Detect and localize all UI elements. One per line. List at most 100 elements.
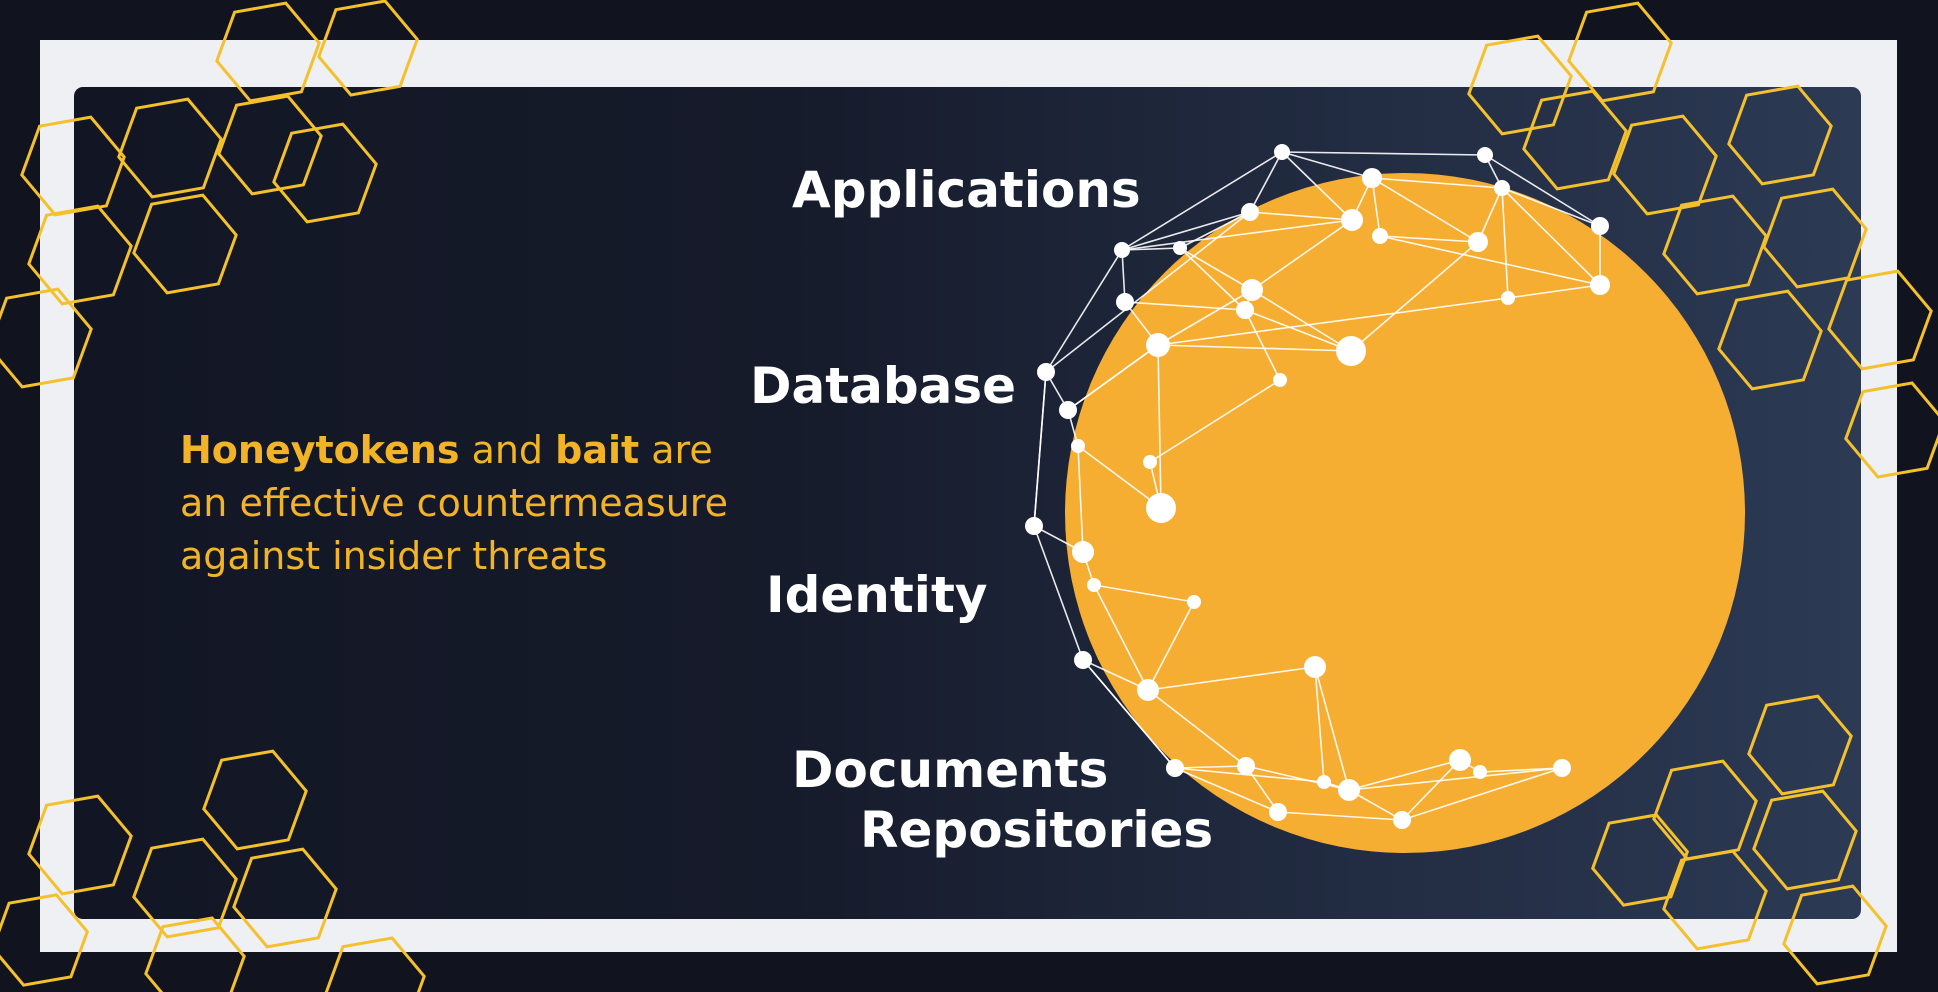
network-link — [1251, 289, 1352, 352]
network-link — [1314, 666, 1325, 783]
network-link — [1121, 211, 1251, 251]
network-link — [1147, 601, 1195, 691]
network-mesh — [1025, 144, 1610, 829]
hexagon-outline — [132, 193, 238, 295]
network-node — [1146, 333, 1170, 357]
network-node — [1304, 656, 1326, 678]
network-link — [1401, 767, 1563, 821]
network-node — [1473, 765, 1487, 779]
network-node — [1146, 493, 1176, 523]
network-node — [1494, 180, 1510, 196]
network-link — [1281, 151, 1353, 221]
network-link — [1077, 445, 1162, 509]
tagline: Honeytokens and bait are an effective co… — [180, 424, 740, 583]
network-node — [1553, 759, 1571, 777]
network-link — [1401, 759, 1461, 821]
network-link — [1245, 765, 1350, 791]
hexagon-outline — [215, 1, 321, 103]
network-node — [1273, 373, 1287, 387]
network-node — [1187, 595, 1201, 609]
network-link — [1501, 187, 1509, 299]
network-link — [1371, 177, 1503, 189]
hexagon-outline — [1612, 114, 1718, 216]
network-link — [1348, 759, 1461, 791]
hexagon-outline — [0, 287, 93, 389]
network-node — [1072, 541, 1094, 563]
network-link — [1507, 284, 1601, 299]
network-link — [1157, 289, 1253, 346]
network-link — [1245, 765, 1279, 813]
network-node — [1236, 301, 1254, 319]
hexagon-outline — [0, 893, 90, 987]
tagline-highlight-bait: bait — [555, 428, 640, 472]
network-link — [1045, 211, 1251, 373]
label-database: Database — [750, 357, 1017, 415]
network-link — [1157, 344, 1352, 352]
hexagon-outline — [144, 916, 246, 992]
network-link — [1314, 666, 1350, 791]
hexagon-outline — [1827, 269, 1933, 371]
hexagon-outline — [1727, 84, 1833, 186]
label-identity: Identity — [766, 566, 988, 624]
network-node — [1116, 293, 1134, 311]
network-link — [1249, 151, 1283, 213]
network-link — [1093, 584, 1149, 691]
network-link — [1082, 659, 1149, 691]
hexagon-outline — [20, 115, 126, 217]
tagline-highlight-honeytokens: Honeytokens — [180, 428, 460, 472]
network-link — [1251, 219, 1353, 291]
hexagon-outline — [117, 97, 223, 199]
network-link — [1174, 765, 1247, 769]
hexagon-outline — [1652, 759, 1758, 861]
network-link — [1147, 666, 1316, 691]
tagline-text-rest: are an effective countermeasure against … — [180, 428, 728, 578]
network-node — [1590, 275, 1610, 295]
hexagon-outline — [1752, 789, 1858, 891]
network-node — [1173, 241, 1187, 255]
network-link — [1033, 525, 1084, 661]
network-link — [1093, 584, 1195, 603]
network-link — [1501, 187, 1601, 286]
hexagon-outline — [1747, 694, 1853, 796]
network-link — [1350, 241, 1479, 352]
network-link — [1371, 177, 1479, 243]
network-node — [1137, 679, 1159, 701]
network-link — [1484, 154, 1601, 227]
hexagon-outline — [317, 0, 419, 97]
network-link — [1348, 767, 1563, 791]
network-link — [1244, 309, 1352, 352]
network-link — [1244, 309, 1281, 381]
network-node — [1059, 401, 1077, 419]
network-node — [1114, 242, 1130, 258]
network-node — [1336, 336, 1366, 366]
network-node — [1372, 228, 1388, 244]
hexagon-outline — [324, 936, 426, 992]
network-link — [1067, 344, 1159, 411]
network-node — [1087, 578, 1101, 592]
network-node — [1241, 279, 1263, 301]
network-node — [1591, 217, 1609, 235]
network-link — [1124, 301, 1246, 311]
network-node — [1501, 291, 1515, 305]
network-link — [1121, 151, 1283, 251]
hexagon-outline — [1844, 381, 1938, 479]
hexagon-outline — [1467, 34, 1573, 136]
network-node — [1468, 232, 1488, 252]
network-link — [1281, 151, 1373, 179]
network-node — [1074, 651, 1092, 669]
network-node — [1037, 363, 1055, 381]
network-node — [1449, 749, 1471, 771]
network-link — [1179, 247, 1253, 291]
network-link — [1121, 219, 1353, 251]
network-node — [1338, 779, 1360, 801]
network-link — [1157, 297, 1509, 346]
network-link — [1033, 371, 1047, 527]
hexagon-outline — [1522, 89, 1628, 191]
network-link — [1077, 445, 1084, 553]
network-link — [1174, 767, 1279, 813]
hexagon-outline — [272, 122, 378, 224]
network-link — [1045, 249, 1123, 373]
network-link — [1277, 811, 1403, 821]
